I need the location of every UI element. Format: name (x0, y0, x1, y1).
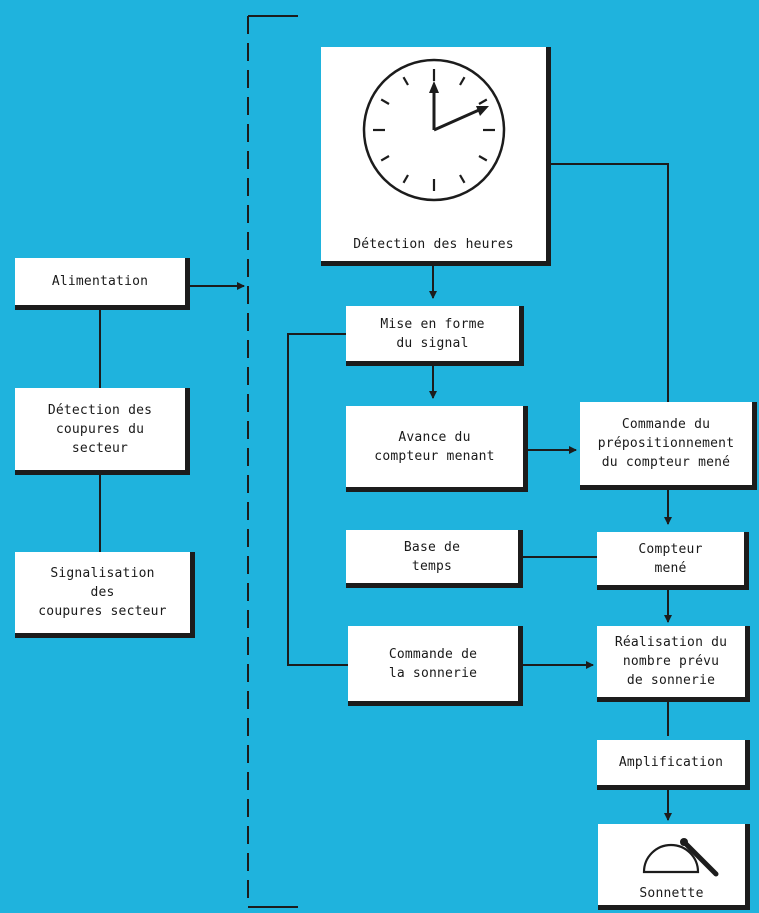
signalisation-coupures-box: Signalisation des coupures secteur (15, 552, 195, 638)
mise-en-forme-box: Mise en forme du signal (346, 306, 524, 366)
commande-prepositionnement-label: Commande du prépositionnement du compteu… (597, 417, 735, 470)
mise-en-forme-label: Mise en forme du signal (380, 316, 485, 351)
compteur-mene-label: Compteur mené (638, 541, 703, 576)
avance-compteur-box: Avance du compteur menant (346, 406, 528, 492)
avance-compteur-label: Avance du compteur menant (374, 429, 495, 464)
compteur-mene-box: Compteur mené (597, 532, 749, 590)
base-temps-box: Base de temps (346, 530, 523, 588)
link-miseforme-commande-sonnerie (287, 333, 348, 666)
amplification-box: Amplification (597, 740, 750, 790)
detection-coupures-box: Détection des coupures du secteur (15, 388, 190, 475)
commande-sonnerie-box: Commande de la sonnerie (348, 626, 523, 706)
separator-bracket (247, 15, 298, 908)
commande-prepositionnement-box: Commande du prépositionnement du compteu… (580, 402, 757, 490)
bell-icon (642, 838, 719, 877)
sonnette-label: Sonnette (639, 886, 704, 901)
clock-detection-box: Détection des heures (321, 47, 551, 266)
realisation-box: Réalisation du nombre prévu de sonnerie (597, 626, 750, 702)
alimentation-label: Alimentation (51, 274, 149, 289)
clock-face-icon (362, 58, 506, 202)
commande-sonnerie-label: Commande de la sonnerie (388, 646, 478, 681)
sonnette-box: Sonnette (598, 824, 750, 910)
alimentation-box: Alimentation (15, 258, 190, 310)
realisation-label: Réalisation du nombre prévu de sonnerie (614, 635, 728, 688)
base-temps-label: Base de temps (403, 539, 461, 574)
signalisation-coupures-label: Signalisation des coupures secteur (38, 566, 167, 619)
clock-caption: Détection des heures (353, 237, 514, 252)
link-clock-prepositionnement (551, 163, 669, 402)
detection-coupures-label: Détection des coupures du secteur (47, 402, 153, 456)
amplification-label: Amplification (618, 755, 724, 770)
